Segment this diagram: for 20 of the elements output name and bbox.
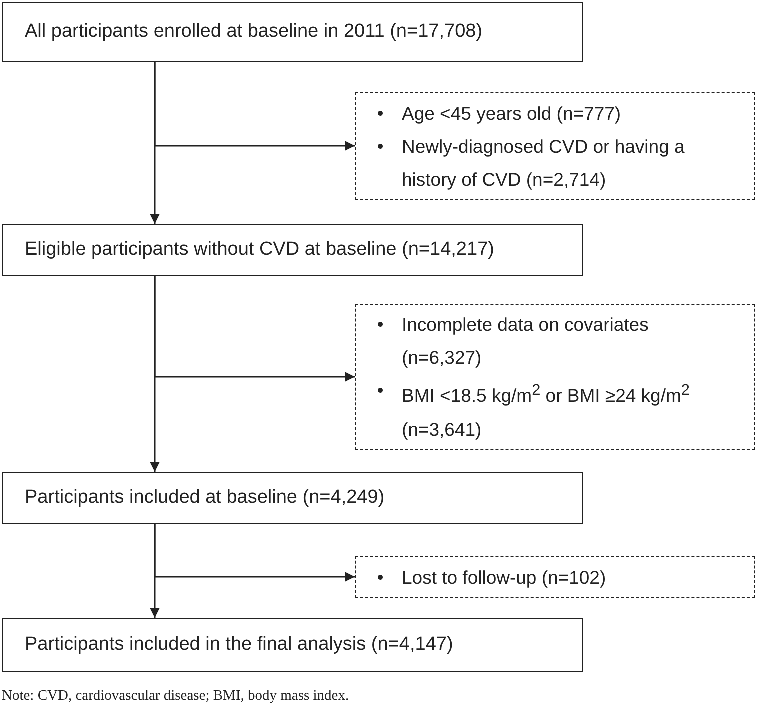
process-box bbox=[2, 618, 583, 672]
process-box bbox=[2, 2, 583, 62]
box-text: Participants included in the final analysis (n=4,147) bbox=[25, 634, 454, 656]
exclusion-box bbox=[355, 304, 755, 450]
exclusion-box bbox=[355, 556, 755, 598]
bullet-item: BMI <18.5 kg/m$^{2}$ or BMI ≥24 kg/m$^{2}$ (n=3,641) bbox=[376, 374, 714, 446]
arrow bbox=[154, 524, 355, 582]
box-text: Eligible participants without CVD at baseline (n=14,217) bbox=[25, 239, 496, 261]
arrow bbox=[154, 62, 355, 151]
bullet-item: Lost to follow-up (n=102) bbox=[376, 560, 714, 594]
box-text: All participants enrolled at baseline in 2011 (n=17,708) bbox=[25, 21, 484, 43]
process-box bbox=[2, 224, 583, 276]
process-box bbox=[2, 472, 583, 524]
exclusion-box bbox=[355, 92, 755, 200]
bullet-item: Age <45 years old (n=777) bbox=[376, 96, 714, 130]
box-text: Participants included at baseline (n=4,249) bbox=[25, 487, 386, 509]
arrow bbox=[154, 276, 355, 382]
note-text: Note: CVD, cardiovascular disease; BMI, body mass index. bbox=[2, 688, 350, 705]
bullet-item: Newly-diagnosed CVD or having a history of CVD (n=2,714) bbox=[376, 130, 714, 196]
bullet-item: Incomplete data on covariates (n=6,327) bbox=[376, 308, 714, 374]
